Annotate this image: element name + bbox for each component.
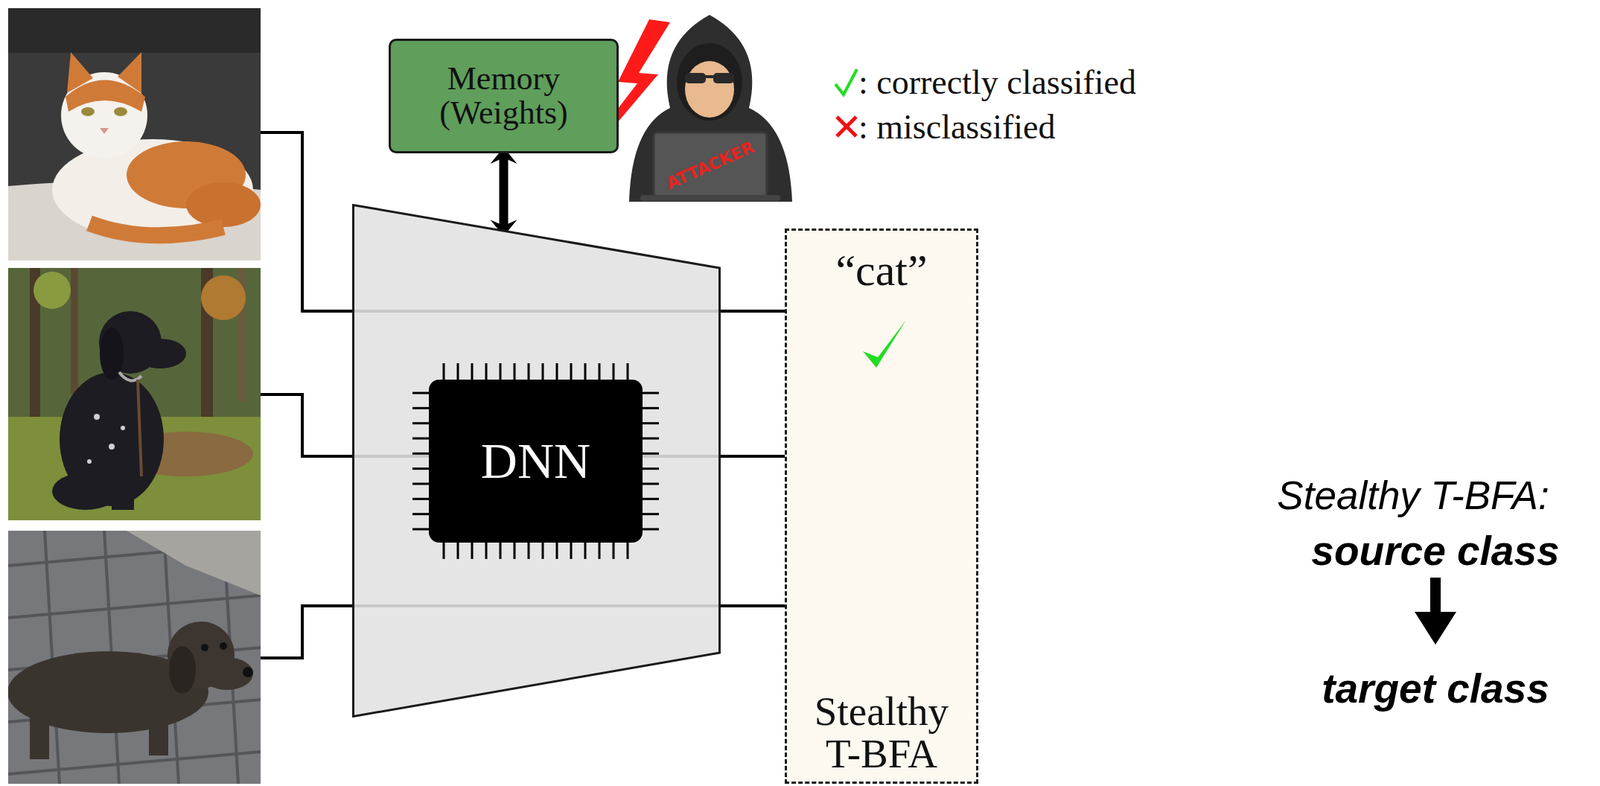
chip-label: DNN [480, 431, 591, 491]
dachshund-photo [8, 530, 261, 784]
input-wire [260, 132, 353, 659]
output-box: “cat” Stealthy T-BFA [784, 228, 979, 784]
check-symbol [835, 69, 857, 95]
attack-title: Stealthy T-BFA: [1276, 472, 1549, 519]
attacker-figure [629, 14, 793, 202]
class-label: source class [1311, 527, 1560, 575]
cross-symbol [836, 116, 857, 137]
memory-box: Memory (Weights) [388, 38, 619, 154]
chip-area: DNN [428, 379, 643, 543]
legend-text: : correctly classified [858, 62, 1137, 103]
dnn-trapezoid: DNN [352, 204, 721, 718]
class-label: target class [1321, 664, 1550, 713]
double-arrow [499, 153, 509, 231]
prediction-label: “cat” [835, 247, 927, 295]
check-mark [858, 314, 911, 374]
down-arrow [1414, 577, 1457, 645]
legend-text: : misclassified [858, 107, 1056, 147]
box-label: Memory (Weights) [410, 61, 598, 131]
dog-photo [8, 268, 261, 521]
cat-photo [8, 8, 261, 261]
box-label: Stealthy T-BFA [795, 690, 968, 777]
